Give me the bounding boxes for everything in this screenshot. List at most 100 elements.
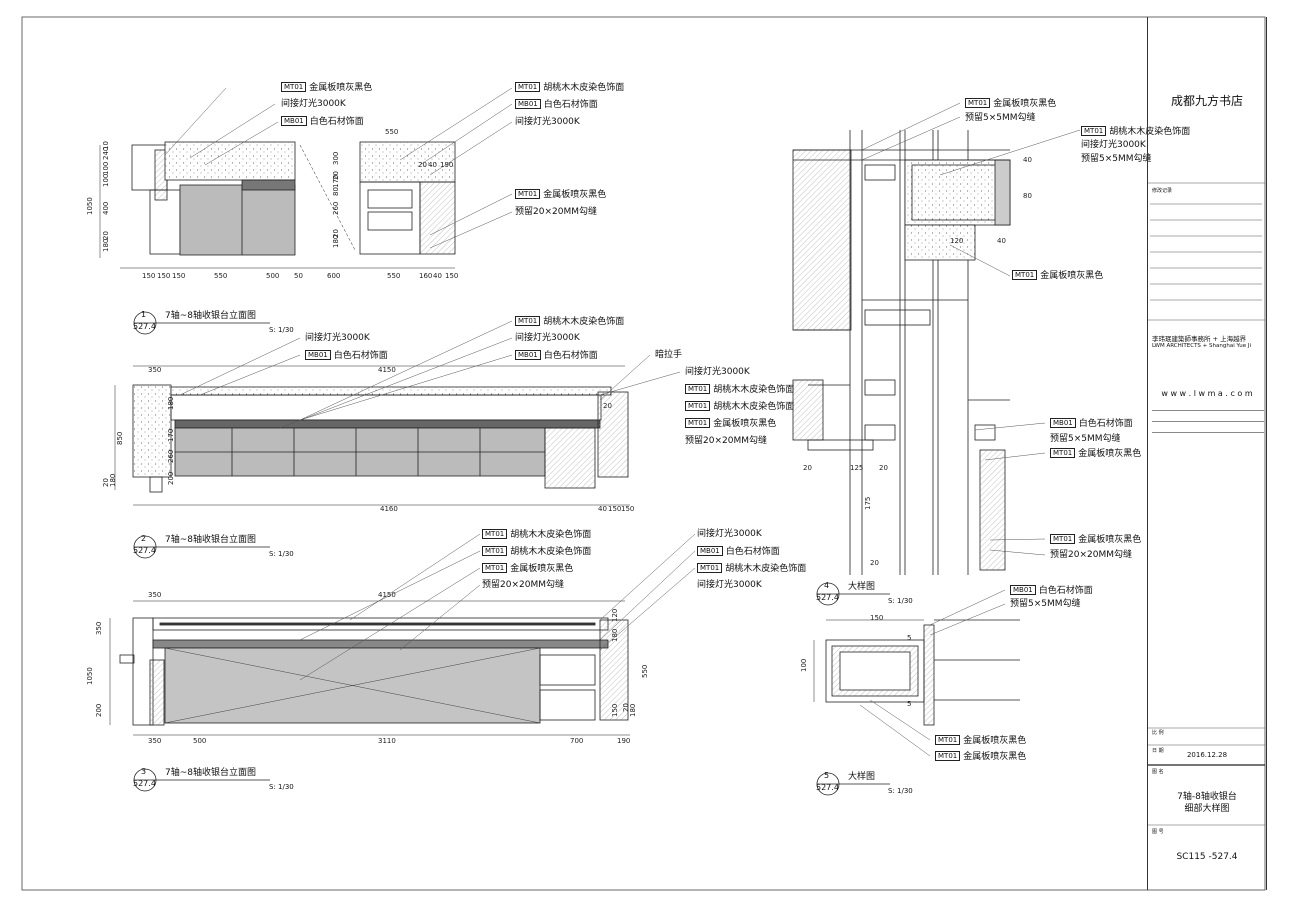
dimension-v2_bottom-3: 150 [621,505,634,513]
dimension-v4-7: 175 [864,497,872,510]
view-sheet-ref: 527.4 [133,322,156,331]
callout-text: 预留5×5MM勾缝 [1081,154,1152,164]
view-scale: S: 1/30 [269,783,294,791]
dimension-v2_left-2: 260 [167,450,175,463]
material-tag: MT01 [935,735,961,745]
dimension-v2_left-3: 200 [167,472,175,485]
dimension-v1_left-4: 400 [102,202,110,215]
dimension-v3_right-1: 180 [611,629,619,642]
dimension-v1_bottom-5: 50 [294,272,303,280]
callout-text: 胡桃木木皮染色饰面 [543,317,625,327]
callout-v2-10: 预留20×20MM勾缝 [685,436,767,447]
dimension-v4-5: 125 [850,464,863,472]
view-sheet-ref: 527.4 [816,783,839,792]
callout-text: 白色石材饰面 [543,100,598,110]
firm-name-en: LWM ARCHITECTS + Shanghai Yue Ji [1152,343,1251,349]
dimension-v1_small-1: 40 [428,161,437,169]
dimension-v3_top-0: 350 [148,591,161,599]
callout-text: 金属板喷灰黑色 [1078,535,1142,545]
dimension-v1_bottom-6: 600 [327,272,340,280]
material-tag: MT01 [482,546,508,556]
callout-text: 胡桃木木皮染色饰面 [510,547,592,557]
callout-text: 胡桃木木皮染色饰面 [713,385,795,395]
dimension-v3_right-4: 20 [622,703,630,712]
dimension-v3_bottom-4: 190 [617,737,630,745]
drawing-no-label: 图 号 [1152,829,1164,835]
material-tag: MT01 [697,563,723,573]
dimension-v3_right-5: 180 [629,704,637,717]
material-tag: MT01 [1012,270,1038,280]
dimension-v4-2: 120 [950,237,963,245]
elevation-1 [99,141,456,269]
dimension-v2_small-0: 20 [603,402,612,410]
dimension-v2_top-0: 350 [148,366,161,374]
dimension-v1_small-2: 190 [440,161,453,169]
callout-text: 间接灯光3000K [515,117,580,127]
material-tag: MT01 [935,751,961,761]
date-value: 2016.12.28 [1186,751,1228,759]
callout-text: 预留20×20MM勾缝 [685,436,767,446]
material-tag: MT01 [685,418,711,428]
drawing-name-label: 图 名 [1152,769,1164,775]
view-number: 2 [141,534,147,543]
dimension-v4-6: 20 [879,464,888,472]
drawing-title-line1: 7轴-8轴收银台 [1177,792,1237,802]
view-sheet-ref: 527.4 [816,593,839,602]
studio-address-block [1152,406,1264,442]
dimension-v4-3: 40 [997,237,1006,245]
callout-text: 白色石材饰面 [1078,419,1133,429]
callout-text: 间接灯光3000K [685,367,750,377]
view-number: 5 [824,771,830,780]
callout-v1-5: 间接灯光3000K [515,117,580,128]
material-tag: MT01 [482,563,508,573]
callout-v3-3: 预留20×20MM勾缝 [482,580,564,591]
dimension-v5-0: 150 [870,614,883,622]
dimension-v3_right-3: 150 [611,704,619,717]
callout-v2-6: 间接灯光3000K [685,367,750,378]
view-number: 1 [141,310,147,319]
dimension-v1_top-0: 550 [385,128,398,136]
callout-text: 金属板喷灰黑色 [1040,271,1104,281]
material-tag: MT01 [965,98,991,108]
callout-text: 间接灯光3000K [697,529,762,539]
dimension-v1_left-1: 240 [102,147,110,160]
material-tag: MB01 [515,99,541,109]
callout-v2-1: 间接灯光3000K [305,333,370,344]
dimension-v1_bottom-3: 550 [214,272,227,280]
material-tag: MT01 [685,401,711,411]
material-tag: MB01 [697,546,723,556]
callout-text: 胡桃木木皮染色饰面 [1109,127,1191,137]
view-title: 7轴~8轴收银台立面图 [165,768,256,778]
material-tag: MT01 [482,529,508,539]
overall-height-v1_total: 1050 [86,197,94,215]
dimension-v3_right-2: 550 [641,665,649,678]
dimension-v5-1: 5 [907,634,911,642]
callout-text: 预留5×5MM勾缝 [965,113,1036,123]
material-tag: MB01 [1010,585,1036,595]
callout-text: 胡桃木木皮染色饰面 [543,83,625,93]
dimension-v3_left-0: 350 [95,622,103,635]
callout-text: 白色石材饰面 [309,117,364,127]
callout-v1-1: 间接灯光3000K [281,99,346,110]
callout-text: 白色石材饰面 [1038,586,1093,596]
callout-text: 间接灯光3000K [281,99,346,109]
callout-text: 间接灯光3000K [515,333,580,343]
callout-v4-1: 预留5×5MM勾缝 [965,113,1036,124]
dimension-v3_left-1: 200 [95,704,103,717]
callout-v2-3: 间接灯光3000K [515,333,580,344]
callout-text: 间接灯光3000K [1081,140,1146,150]
dimension-v2_bottom-1: 40 [598,505,607,513]
callout-text: 暗拉手 [655,350,683,360]
dimension-v3_bottom-0: 350 [148,737,161,745]
callout-text: 金属板喷灰黑色 [713,419,777,429]
view-number: 3 [141,767,147,776]
